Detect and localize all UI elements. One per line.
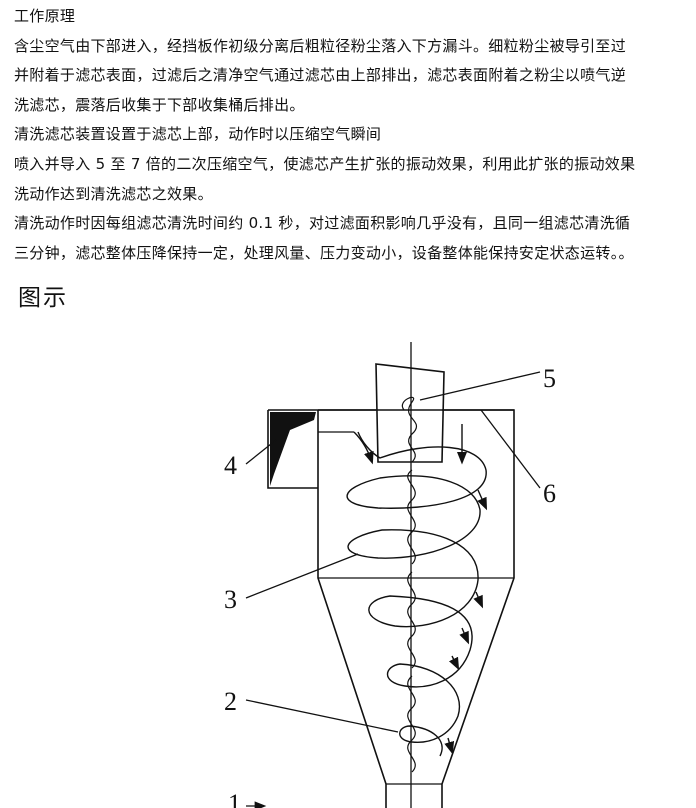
spiral-arrow xyxy=(448,655,460,671)
inlet-flow-arrow xyxy=(353,431,374,465)
cyclone-body xyxy=(317,409,515,808)
paragraph-line: 洗滤芯，震落后收集于下部收集桶后排出。 xyxy=(14,95,305,114)
paragraph-line: 喷入并导入 5 至 7 倍的二次压缩空气，使滤芯产生扩张的振动效果，利用此扩张的… xyxy=(14,154,636,173)
label-4: 4 xyxy=(224,451,237,480)
cyclone-diagram: 5 6 4 3 2 1 xyxy=(224,342,556,808)
outer-spiral xyxy=(346,431,487,757)
section-title-diagram: 图示 xyxy=(18,285,68,311)
label-6: 6 xyxy=(543,479,556,508)
paragraph-line: 含尘空气由下部进入，经挡板作初级分离后粗粒径粉尘落入下方漏斗。细粒粉尘被导引至过 xyxy=(14,36,627,55)
spiral-arrow xyxy=(459,627,469,645)
spiral-arrow xyxy=(444,737,455,755)
spiral-arrow xyxy=(477,489,488,511)
paragraph-line: 并附着于滤芯表面，过滤后之清净空气通过滤芯由上部排出，滤芯表面附着之粉尘以喷气逆 xyxy=(14,66,627,85)
spiral-arrow xyxy=(473,591,483,609)
leader-line-4 xyxy=(245,439,277,465)
inlet-shading xyxy=(270,412,316,486)
label-5: 5 xyxy=(543,364,556,393)
paragraph-line: 清洗动作时因每组滤芯清洗时间约 0.1 秒，对过滤面积影响几乎没有，且同一组滤芯… xyxy=(14,214,631,233)
paragraph-line: 三分钟，滤芯整体压降保持一定，处理风量、压力变动小，设备整体能保持安定状态运转。… xyxy=(14,243,634,262)
label-2: 2 xyxy=(224,687,237,716)
heading-working-principle: 工作原理 xyxy=(14,7,76,25)
leader-line-2 xyxy=(245,699,399,733)
paragraph-line: 洗动作达到清洗滤芯之效果。 xyxy=(14,184,213,203)
document-body: 工作原理 含尘空气由下部进入，经挡板作初级分离后粗粒径粉尘落入下方漏斗。细粒粉尘… xyxy=(14,2,696,268)
label-3: 3 xyxy=(224,585,237,614)
leader-line-3 xyxy=(245,553,359,599)
paragraph-line: 清洗滤芯装置设置于滤芯上部，动作时以压缩空气瞬间 xyxy=(14,125,382,144)
outlet-pipe xyxy=(375,363,445,463)
inlet-duct xyxy=(267,409,318,489)
inner-spiral xyxy=(401,396,417,773)
leader-line-5 xyxy=(419,371,541,401)
leader-line-6 xyxy=(480,409,541,489)
label-1: 1 xyxy=(228,789,241,808)
